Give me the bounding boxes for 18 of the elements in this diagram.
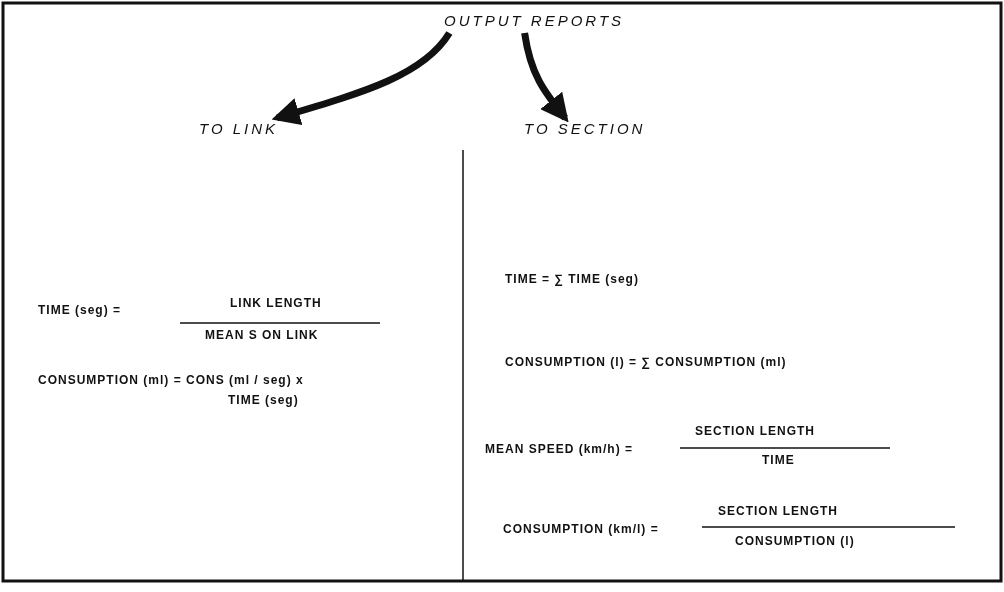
formula-text: CONSUMPTION (km/l) = — [503, 522, 659, 536]
denominator-text: MEAN S ON LINK — [205, 328, 319, 342]
heading-text: TO SECTION — [520, 118, 650, 139]
formula-text: TIME (seg) — [228, 393, 299, 407]
curved-arrow — [271, 30, 453, 126]
formula-text: CONSUMPTION (ml) = CONS (ml / seg) x — [38, 373, 304, 387]
numerator-text: SECTION LENGTH — [718, 504, 838, 518]
formula-text: TIME (seg) = — [38, 303, 121, 317]
heading-text: TO LINK — [195, 118, 283, 139]
curved-arrow — [521, 32, 569, 123]
formula-text: MEAN SPEED (km/h) = — [485, 442, 634, 456]
formula-text: CONSUMPTION (l) = ∑ CONSUMPTION (ml) — [505, 355, 787, 369]
formula-text: TIME = ∑ TIME (seg) — [505, 272, 639, 286]
denominator-text: CONSUMPTION (l) — [735, 534, 855, 548]
heading-text: OUTPUT REPORTS — [440, 10, 629, 31]
denominator-text: TIME — [762, 453, 795, 467]
numerator-text: SECTION LENGTH — [695, 424, 815, 438]
numerator-text: LINK LENGTH — [230, 296, 322, 310]
